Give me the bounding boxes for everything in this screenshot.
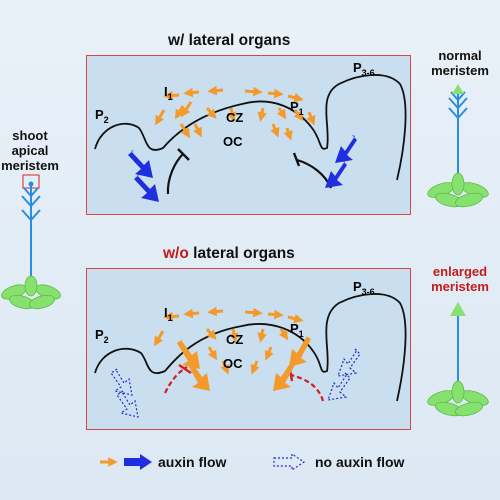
left-plant-siliques (28, 181, 34, 187)
orange-large-arrows (177, 335, 311, 391)
left-plant-illustration (1, 174, 61, 310)
legend-auxin-flow-label: auxin flow (158, 454, 227, 470)
enlarged-meristem-plant (427, 302, 489, 417)
orange-auxin-arrows (154, 306, 304, 375)
apex-triangle (452, 84, 464, 94)
top-panel-title: w/ lateral organs (168, 32, 291, 49)
tissue-outline (94, 74, 407, 181)
top-panel: P2 I1 P1 P3-6 CZ OC (86, 55, 411, 215)
normal-meristem-label: normal meristem (431, 48, 489, 78)
no-auxin-flow-arrows (110, 348, 361, 418)
inhibition-line-right (290, 373, 325, 402)
cz-label: CZ (226, 332, 243, 347)
p2-label: P2 (95, 107, 109, 125)
bottom-panel: P2 I1 P1 P3-6 CZ OC (86, 268, 411, 430)
i1-label: I1 (164, 84, 173, 102)
orange-auxin-arrows (155, 85, 316, 141)
blue-auxin-arrows (128, 135, 357, 202)
oc-label: OC (223, 134, 243, 149)
shoot-apical-meristem-label: shoot apical meristem (1, 128, 59, 173)
top-meristem-diagram: P2 I1 P1 P3-6 CZ OC (94, 60, 407, 202)
legend-no-auxin-flow-icon (273, 452, 306, 472)
i1-label: I1 (164, 305, 173, 323)
bottom-panel-title: w/o lateral organs (163, 245, 295, 262)
p1-label: P1 (290, 99, 304, 117)
inhibition-line-right (296, 158, 333, 189)
inhibition-line-left (166, 153, 184, 195)
p1-label: P1 (290, 321, 304, 339)
tissue-outline (94, 293, 407, 402)
p2-label: P2 (95, 327, 109, 345)
enlarged-apex-triangle (450, 302, 466, 316)
left-plant-stem (21, 186, 41, 290)
p36-label: P3-6 (353, 60, 375, 78)
oc-label: OC (223, 356, 243, 371)
bottom-meristem-diagram: P2 I1 P1 P3-6 CZ OC (94, 279, 407, 418)
enlarged-meristem-label: enlarged meristem (431, 264, 489, 294)
inhibition-line-left (164, 366, 188, 394)
p36-label: P3-6 (353, 279, 375, 297)
legend-auxin-flow-icons (100, 454, 152, 470)
normal-meristem-plant (427, 84, 489, 208)
left-plant-rosette (1, 275, 61, 310)
legend-no-auxin-flow-label: no auxin flow (315, 454, 405, 470)
cz-label: CZ (226, 110, 243, 125)
